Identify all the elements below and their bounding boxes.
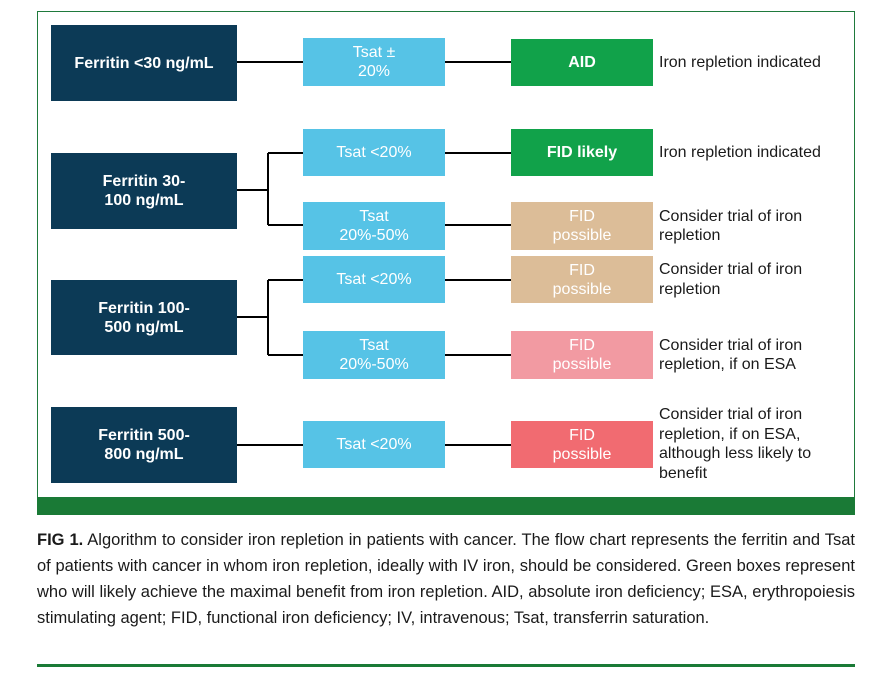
tsat-box-row3-lower: Tsat 20%-50%	[303, 331, 445, 379]
action-text-row2-lower: Consider trial of iron repletion	[659, 207, 803, 245]
action-text-row1: Iron repletion indicated	[659, 53, 821, 71]
tsat-box-row4: Tsat <20%	[303, 421, 445, 468]
result-box-row2-lower: FID possible	[511, 202, 653, 250]
ferritin-box-row2: Ferritin 30-100 ng/mL	[51, 153, 237, 229]
action-text-row2-upper: Iron repletion indicated	[659, 143, 821, 161]
figure-caption: FIG 1. Algorithm to consider iron replet…	[37, 527, 855, 631]
figure-caption-text: Algorithm to consider iron repletion in …	[37, 531, 855, 627]
ferritin-box-row3: Ferritin 100-500 ng/mL	[51, 280, 237, 355]
action-text-row4: Consider trial of iron repletion, if on …	[659, 406, 812, 482]
tsat-box-row2-lower: Tsat 20%-50%	[303, 202, 445, 250]
ferritin-box-row1: Ferritin <30 ng/mL	[51, 25, 237, 101]
ferritin-box-row4: Ferritin 500-800 ng/mL	[51, 407, 237, 483]
result-box-row1: AID	[511, 39, 653, 86]
result-box-row4: FID possible	[511, 421, 653, 468]
tsat-box-row2-upper: Tsat <20%	[303, 129, 445, 176]
caption-bottom-rule	[37, 664, 855, 667]
figure-bottom-band	[37, 497, 855, 515]
result-box-row2-upper: FID likely	[511, 129, 653, 176]
tsat-box-row1: Tsat ± 20%	[303, 38, 445, 86]
result-box-row3-upper: FID possible	[511, 256, 653, 303]
action-text-row3-upper: Consider trial of iron repletion	[659, 261, 803, 298]
action-text-row3-lower: Consider trial of iron repletion, if on …	[659, 336, 803, 374]
result-box-row3-lower: FID possible	[511, 331, 653, 379]
figure-caption-label: FIG 1.	[37, 531, 84, 549]
tsat-box-row3-upper: Tsat <20%	[303, 256, 445, 303]
